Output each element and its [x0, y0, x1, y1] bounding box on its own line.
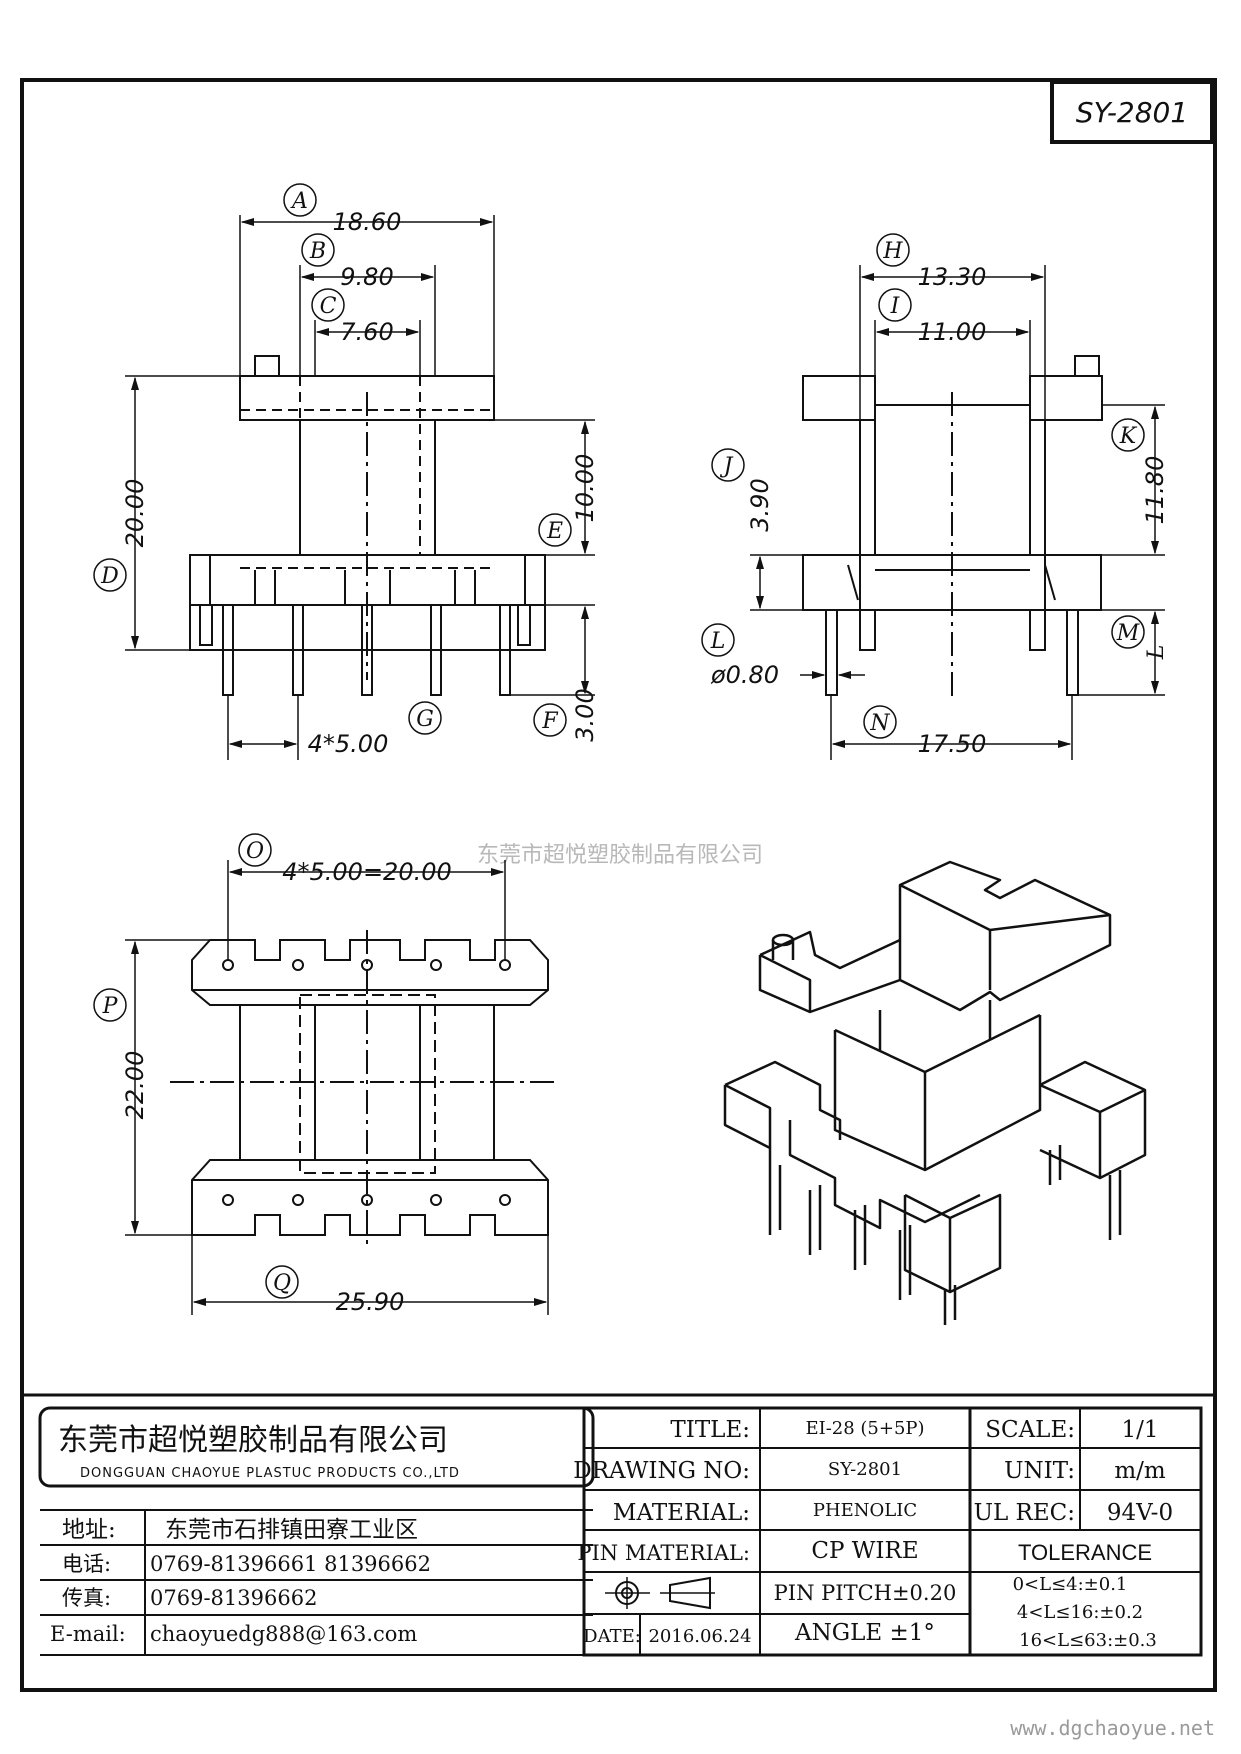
label-f: F [541, 709, 558, 734]
dim-l-value: ø0.80 [710, 661, 779, 689]
dim-k-value: 11.80 [1141, 456, 1169, 525]
ul-value: 94V-0 [1107, 1500, 1173, 1526]
drawing-no-value: SY-2801 [828, 1459, 902, 1480]
dim-n-value: 17.50 [918, 730, 987, 758]
date-value: 2016.06.24 [648, 1626, 751, 1647]
bottom-labels [93, 833, 299, 1299]
watermark: 东莞市超悦塑胶制品有限公司 [477, 843, 763, 868]
bottom-view [170, 930, 555, 1245]
tolerance-row-1: 0<L≤4:±0.1 [1013, 1574, 1128, 1595]
front-dimension-text: 18.60 9.80 7.60 20.00 10.00 3.00 4*5.00 [121, 208, 599, 758]
fax-label: 传真: [62, 1586, 111, 1610]
email-value: chaoyuedg888@163.com [150, 1622, 417, 1646]
label-p: P [102, 994, 119, 1019]
phone-value: 0769-81396661 81396662 [150, 1552, 431, 1576]
isometric-view [723, 860, 1147, 1325]
pin-material-label: PIN MATERIAL: [577, 1541, 750, 1565]
label-q: Q [273, 1271, 291, 1296]
label-j: J [720, 454, 734, 479]
website-footer: www.dgchaoyue.net [1010, 1716, 1215, 1740]
front-labels [93, 183, 572, 737]
front-dimensions [125, 215, 595, 760]
part-code: SY-2801 [1076, 96, 1188, 129]
label-l: L [710, 629, 726, 654]
tolerance-row-3: 16<L≤63:±0.3 [1019, 1630, 1157, 1651]
part-code-box: SY-2801 [1050, 80, 1214, 144]
dim-a-value: 18.60 [333, 208, 402, 236]
label-i: I [890, 294, 901, 319]
label-h: H [882, 239, 903, 264]
dim-i-value: 11.00 [918, 318, 987, 346]
dim-h-value: 13.30 [918, 263, 987, 291]
dim-j-value: 3.90 [746, 478, 774, 531]
tolerance-row-2: 4<L≤16:±0.2 [1017, 1602, 1143, 1623]
material-value: PHENOLIC [813, 1500, 917, 1521]
address-label: 地址: [62, 1517, 116, 1543]
title-value: EI-28 (5+5P) [805, 1418, 924, 1439]
dim-c-value: 7.60 [340, 318, 393, 346]
label-c: C [320, 294, 337, 319]
side-labels [701, 233, 1145, 739]
label-m: M [1116, 621, 1140, 646]
bottom-dimensions [125, 860, 549, 1315]
material-label: MATERIAL: [613, 1500, 750, 1526]
unit-label: UNIT: [1004, 1458, 1075, 1484]
side-dimensions [750, 265, 1165, 760]
front-view [189, 355, 546, 696]
label-k: K [1119, 424, 1138, 449]
pin-pitch: PIN PITCH±0.20 [774, 1581, 957, 1605]
label-o: O [246, 839, 264, 864]
dim-o-value: 4*5.00=20.00 [282, 858, 452, 886]
fax-value: 0769-81396662 [150, 1586, 317, 1610]
label-d: D [100, 564, 119, 589]
dim-p-value: 22.00 [121, 1051, 149, 1120]
email-label: E-mail: [50, 1622, 126, 1646]
label-a: A [290, 189, 308, 214]
ul-label: UL REC: [974, 1500, 1075, 1526]
label-n: N [869, 711, 890, 736]
angle-tolerance: ANGLE ±1° [794, 1620, 935, 1646]
phone-label: 电话: [62, 1552, 111, 1576]
dim-d-value: 20.00 [121, 479, 149, 548]
label-e: E [546, 519, 563, 544]
dim-l-length-label: L [1144, 645, 1169, 661]
scale-value: 1/1 [1121, 1417, 1158, 1443]
side-view [802, 355, 1103, 700]
title-block [22, 1393, 1215, 1657]
tolerance-label: TOLERANCE [1018, 1540, 1152, 1565]
title-label: TITLE: [670, 1417, 750, 1443]
company-name-en: DONGGUAN CHAOYUE PLASTUC PRODUCTS CO.,LT… [80, 1466, 460, 1481]
unit-value: m/m [1114, 1458, 1166, 1484]
scale-label: SCALE: [985, 1417, 1075, 1443]
address-value: 东莞市石排镇田寮工业区 [165, 1517, 418, 1543]
drawing-no-label: DRAWING NO: [573, 1458, 750, 1484]
dim-q-value: 25.90 [336, 1288, 405, 1316]
date-label: DATE: [583, 1626, 641, 1647]
label-g: G [416, 707, 434, 732]
title-block-text: 东莞市超悦塑胶制品有限公司 DONGGUAN CHAOYUE PLASTUC P… [50, 1417, 1173, 1651]
dim-f-value: 3.00 [571, 688, 599, 741]
sheet-border [20, 78, 1217, 1692]
side-dimension-text: 13.30 11.00 3.90 11.80 L ø0.80 17.50 [710, 263, 1169, 758]
label-b: B [309, 239, 326, 264]
dim-b-value: 9.80 [340, 263, 393, 291]
dim-g-value: 4*5.00 [308, 730, 389, 758]
dim-e-value: 10.00 [571, 454, 599, 523]
company-name-cn: 东莞市超悦塑胶制品有限公司 [58, 1423, 448, 1458]
pin-material-value: CP WIRE [811, 1538, 918, 1564]
